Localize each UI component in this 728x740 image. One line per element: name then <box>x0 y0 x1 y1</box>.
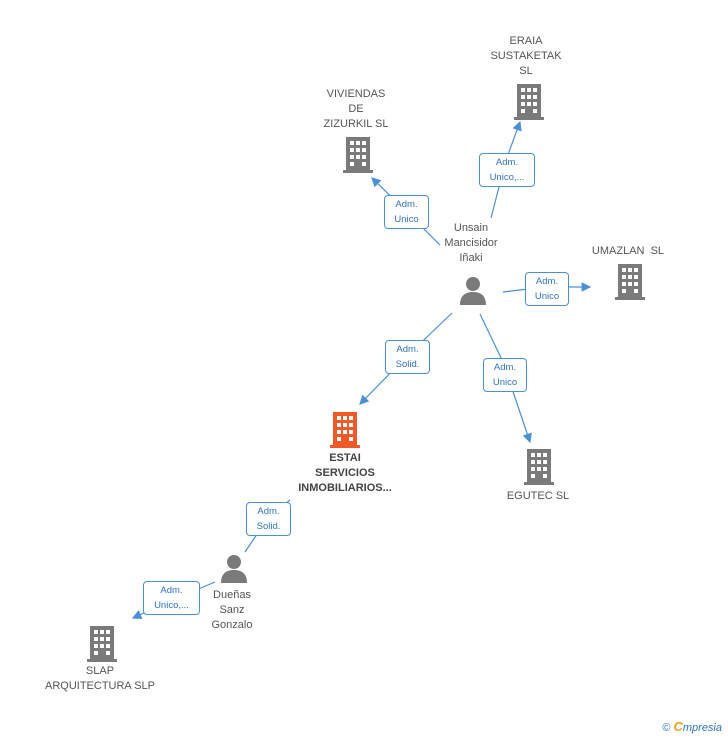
edge-label-unsain-umazlan[interactable]: Adm. Unico <box>525 272 569 306</box>
copyright-symbol: © <box>662 722 671 734</box>
edge-label-duenas-slap[interactable]: Adm. Unico,... <box>143 581 200 615</box>
edge-label-duenas-estai[interactable]: Adm. Solid. <box>246 502 291 536</box>
edge-label-unsain-eraia[interactable]: Adm. Unico,... <box>479 153 535 187</box>
node-label-estai[interactable]: ESTAI SERVICIOS INMOBILIARIOS... <box>298 452 392 494</box>
node-label-viviendas[interactable]: VIVIENDAS DE ZIZURKIL SL <box>323 88 389 130</box>
person-icon[interactable] <box>219 553 249 583</box>
building-icon[interactable] <box>86 626 118 662</box>
node-label-eraia[interactable]: ERAIA SUSTAKETAK SL <box>490 35 562 77</box>
footer-brand: © Cmpresia <box>662 719 722 734</box>
node-label-umazlan[interactable]: UMAZLAN SL <box>591 245 665 257</box>
edge-label-unsain-egutec[interactable]: Adm. Unico <box>483 358 527 392</box>
node-label-duenas[interactable]: Dueñas Sanz Gonzalo <box>211 589 253 631</box>
node-label-unsain[interactable]: Unsain Mancisidor Iñaki <box>444 222 498 264</box>
edge-label-unsain-viviendas[interactable]: Adm. Unico <box>384 195 429 229</box>
building-icon[interactable] <box>614 264 646 300</box>
node-label-slap[interactable]: SLAP ARQUITECTURA SLP <box>44 665 156 692</box>
node-label-egutec[interactable]: EGUTEC SL <box>506 490 570 502</box>
building-icon-highlight[interactable] <box>329 412 361 448</box>
brand-logo: Cmpresia <box>673 719 722 734</box>
building-icon[interactable] <box>523 449 555 485</box>
building-icon[interactable] <box>513 84 545 120</box>
edge-label-unsain-estai[interactable]: Adm. Solid. <box>385 340 430 374</box>
person-icon[interactable] <box>458 275 488 305</box>
building-icon[interactable] <box>342 137 374 173</box>
